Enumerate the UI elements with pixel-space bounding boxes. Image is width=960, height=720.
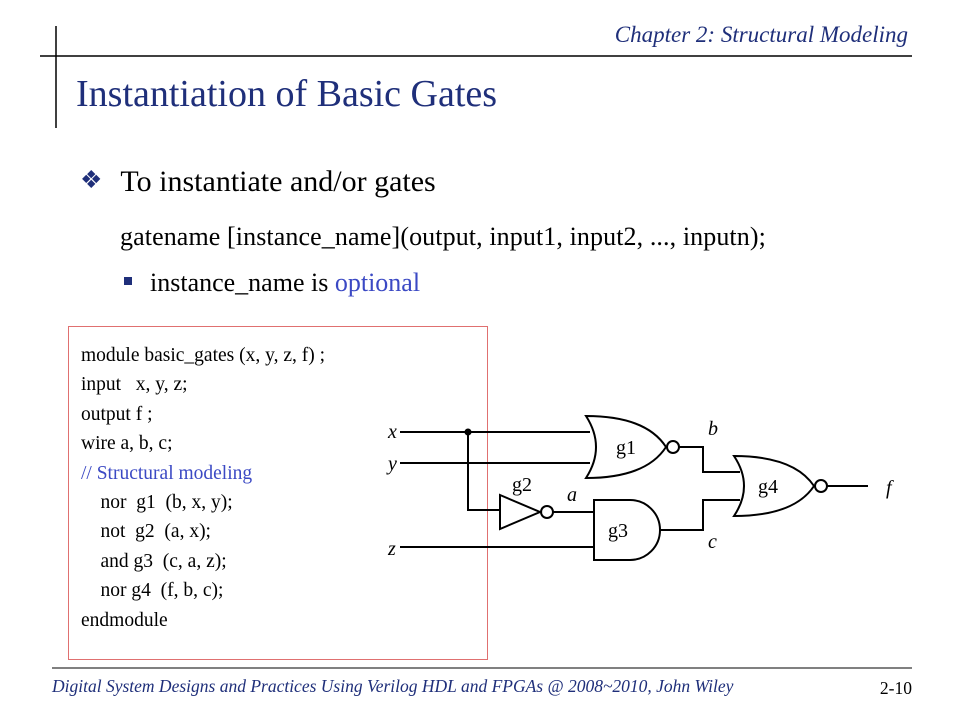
label-g2: g2: [512, 474, 532, 496]
diamond-bullet-icon: ❖: [80, 167, 103, 194]
label-x: x: [387, 421, 397, 443]
page-number: 2-10: [879, 678, 912, 698]
gate-g3: [593, 499, 661, 561]
gate-g2: [499, 493, 543, 531]
label-f: f: [886, 477, 894, 499]
sub-bullet: instance_name is optional: [124, 268, 420, 298]
code-line: and g3 (c, a, z);: [81, 550, 227, 572]
gate-g4: [732, 454, 816, 518]
code-line: output f ;: [81, 403, 153, 425]
label-z: z: [387, 538, 396, 560]
code-line: wire a, b, c;: [81, 433, 173, 455]
footer-text: Digital System Designs and Practices Usi…: [52, 676, 734, 696]
label-g4: g4: [758, 476, 778, 498]
sub-bullet-emphasis: optional: [334, 268, 421, 297]
g1-bubble: [666, 440, 680, 454]
g2-bubble: [540, 505, 554, 519]
main-bullet: ❖ To instantiate and/or gates: [80, 165, 436, 199]
syntax-line: gatename [instance_name](output, input1,…: [120, 222, 766, 251]
code-listing: module basic_gates (x, y, z, f) ; input x…: [81, 341, 325, 635]
g4-bubble: [814, 479, 828, 493]
slide-title: Instantiation of Basic Gates: [76, 73, 498, 115]
square-bullet-icon: [124, 277, 132, 285]
code-line: input x, y, z;: [81, 374, 188, 396]
main-bullet-text: To instantiate and/or gates: [120, 165, 436, 198]
chapter-label: Chapter 2: Structural Modeling: [614, 22, 908, 47]
wire-c: [660, 499, 740, 531]
code-line: module basic_gates (x, y, z, f) ;: [81, 345, 326, 366]
code-comment: // Structural modeling: [81, 462, 253, 484]
code-line: not g2 (a, x);: [81, 521, 211, 543]
code-line: nor g4 (f, b, c);: [81, 580, 224, 602]
label-g3: g3: [608, 520, 628, 542]
label-y: y: [386, 453, 397, 475]
wire-x-branch: [467, 432, 500, 511]
code-line: endmodule: [81, 609, 168, 631]
junction-dot: [464, 428, 472, 436]
code-line: nor g1 (b, x, y);: [81, 492, 233, 514]
wire-b: [679, 446, 740, 473]
sub-bullet-text: instance_name is: [150, 268, 335, 297]
label-g1: g1: [616, 437, 636, 459]
label-b: b: [708, 418, 718, 440]
gate-circuit-diagram: x y z g1 g2 g3 g4 a b c f: [360, 410, 894, 561]
label-a: a: [567, 484, 577, 506]
label-c: c: [708, 531, 717, 553]
gate-g1: [584, 414, 668, 480]
